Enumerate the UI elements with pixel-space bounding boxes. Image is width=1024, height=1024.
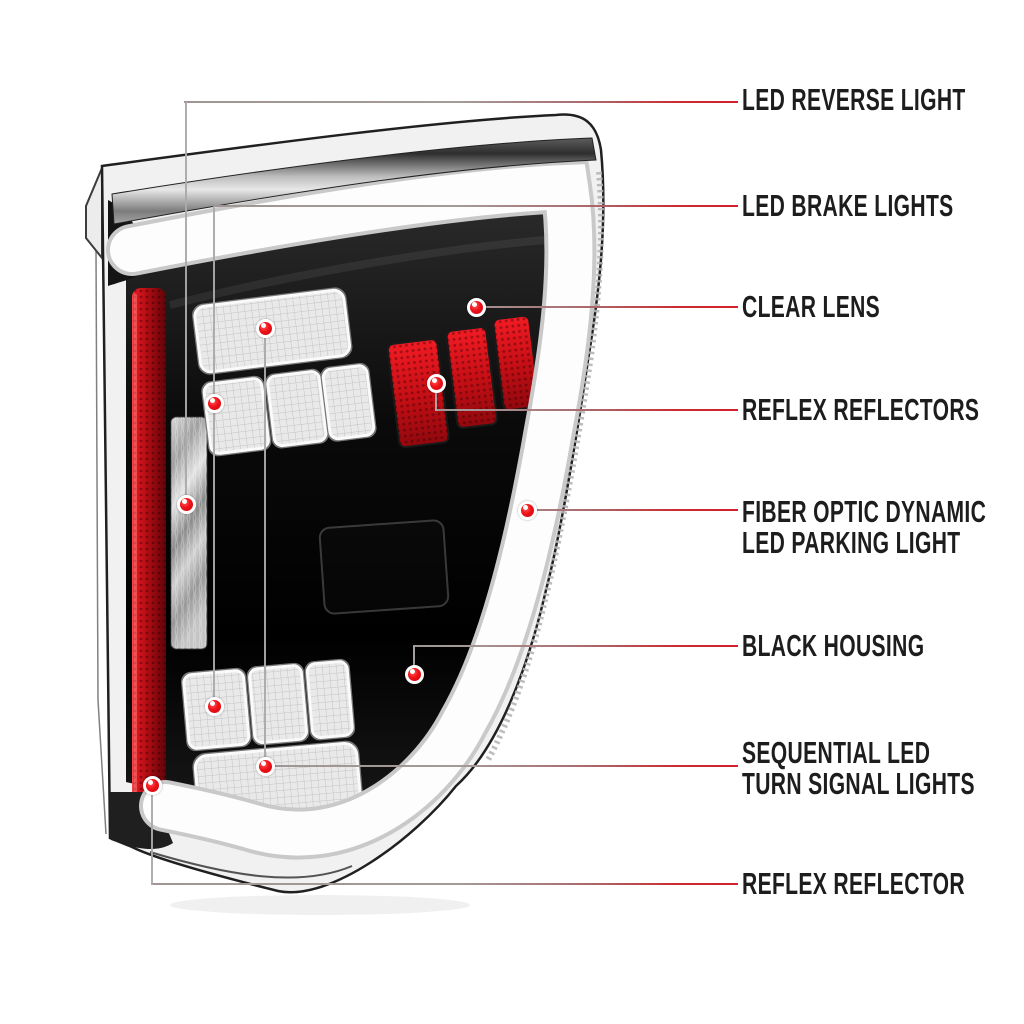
- callout-text: LED REVERSE LIGHT: [742, 82, 966, 117]
- marker-dot-turn-signal-1: [256, 319, 275, 338]
- callout-text: BLACK HOUSING: [742, 628, 925, 663]
- callout-text: REFLEX REFLECTORS: [742, 392, 980, 427]
- callout-text: FIBER OPTIC DYNAMIC: [742, 494, 987, 529]
- marker-dot-black-housing: [405, 665, 424, 684]
- callout-label-led-brake-lights: LED BRAKE LIGHTS: [742, 190, 1024, 221]
- callout-text: REFLEX REFLECTOR: [742, 866, 965, 901]
- mounting-tab: [85, 167, 103, 261]
- leader-line-led-reverse-light: [184, 101, 738, 103]
- reverse-light-texture: [171, 417, 207, 649]
- light-bar-tube: [110, 164, 593, 856]
- leader-drop-reflex-reflectors: [435, 383, 437, 411]
- callout-label-reflex-reflectors: REFLEX REFLECTORS: [742, 394, 1024, 425]
- marker-dot-reflex-reflector: [143, 776, 162, 795]
- right-edge-serration: [485, 171, 605, 762]
- leader-line-clear-lens: [476, 306, 738, 308]
- leader-line-fiber-optic: [527, 509, 738, 511]
- drop-shadow: [170, 895, 470, 915]
- brake-light-segment-3: [321, 364, 376, 441]
- callout-text: LED BRAKE LIGHTS: [742, 188, 954, 223]
- marker-dot-clear-lens: [467, 298, 486, 317]
- brake-light-segment-5: [248, 664, 308, 745]
- chrome-top-rim: [111, 137, 597, 225]
- callout-text: CLEAR LENS: [742, 289, 881, 324]
- leader-drop-led-reverse-light: [185, 102, 187, 504]
- callout-label-sequential-turn-signals: SEQUENTIAL LED TURN SIGNAL LIGHTS: [742, 737, 1024, 799]
- housing-reflection: [169, 236, 546, 309]
- leader-line-led-brake-lights: [214, 205, 738, 207]
- side-reflex-highlight: [134, 294, 137, 812]
- left-flange-edge: [95, 249, 107, 835]
- callout-label-led-reverse-light: LED REVERSE LIGHT: [742, 84, 1024, 115]
- leader-line-reflex-reflector: [151, 883, 738, 885]
- marker-dot-reflex-reflectors: [427, 374, 446, 393]
- leader-line-reflex-reflectors: [435, 409, 738, 411]
- brake-light-segment-2: [266, 370, 328, 448]
- leader-drop-led-brake-lights: [213, 206, 215, 706]
- bottom-lens-edge: [149, 851, 353, 879]
- leader-drop-reflex-reflector: [151, 785, 153, 885]
- brake-light-segment-6: [305, 660, 354, 740]
- callout-text: SEQUENTIAL LED: [742, 735, 931, 770]
- callout-label-reflex-reflector: REFLEX REFLECTOR: [742, 868, 1024, 899]
- marker-dot-led-brake-lights-2: [205, 697, 224, 716]
- callout-text: LED PARKING LIGHT: [742, 525, 961, 560]
- marker-dot-turn-signal-2: [256, 757, 275, 776]
- side-reflex-reflector-texture: [132, 288, 166, 818]
- callout-label-fiber-optic-parking-light: FIBER OPTIC DYNAMIC LED PARKING LIGHT: [742, 496, 1024, 558]
- leader-line-black-housing: [413, 645, 738, 647]
- leader-drop-turn-signals: [264, 328, 266, 766]
- marker-dot-led-brake-lights-1: [205, 394, 224, 413]
- housing-gloss-panel: [318, 519, 450, 615]
- callout-label-clear-lens: CLEAR LENS: [742, 291, 945, 322]
- callout-text: TURN SIGNAL LIGHTS: [742, 766, 975, 801]
- reflex-reflector-segments: [386, 314, 541, 449]
- leader-line-turn-signals: [265, 765, 738, 767]
- callout-label-black-housing: BLACK HOUSING: [742, 630, 1010, 661]
- marker-dot-led-reverse-light: [177, 495, 196, 514]
- marker-dot-fiber-optic: [518, 501, 537, 520]
- leader-drop-black-housing: [413, 646, 415, 675]
